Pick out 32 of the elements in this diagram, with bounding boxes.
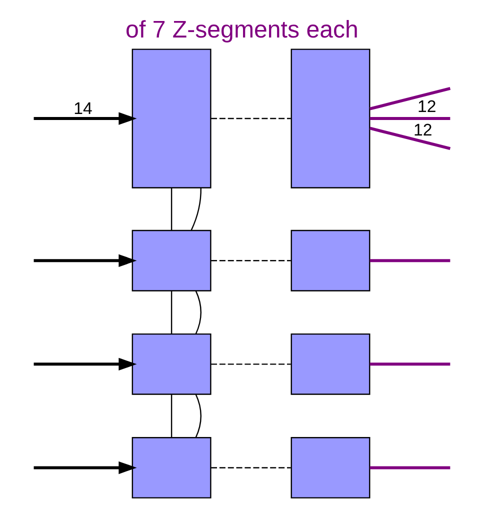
connector bbox=[369, 126, 450, 150]
diagram-title: of 7 Z-segments each bbox=[125, 16, 358, 44]
edge-label: 12 bbox=[416, 96, 436, 116]
connector bbox=[170, 290, 172, 334]
edge-label: 14 bbox=[73, 98, 92, 118]
arrow bbox=[33, 254, 136, 267]
edge-label: 12 bbox=[413, 120, 432, 140]
node-box bbox=[131, 333, 211, 395]
connector bbox=[210, 467, 290, 468]
node-box bbox=[131, 230, 211, 292]
connector bbox=[210, 364, 290, 365]
connector bbox=[369, 87, 450, 110]
connector bbox=[210, 260, 290, 262]
connector bbox=[194, 394, 202, 438]
connector bbox=[369, 466, 450, 470]
connector bbox=[170, 394, 172, 438]
connector bbox=[194, 290, 202, 334]
connector bbox=[210, 118, 290, 120]
connector bbox=[369, 117, 450, 120]
arrow bbox=[33, 358, 136, 371]
arrow bbox=[33, 112, 136, 125]
connector bbox=[170, 188, 172, 230]
connector bbox=[369, 362, 450, 366]
arrow bbox=[33, 461, 136, 474]
node-box bbox=[290, 333, 370, 395]
node-box bbox=[290, 437, 370, 498]
node-box bbox=[131, 48, 211, 188]
node-box bbox=[290, 230, 370, 292]
connector bbox=[369, 259, 450, 262]
node-box bbox=[131, 437, 211, 498]
connector bbox=[190, 188, 201, 230]
node-box bbox=[290, 48, 370, 188]
